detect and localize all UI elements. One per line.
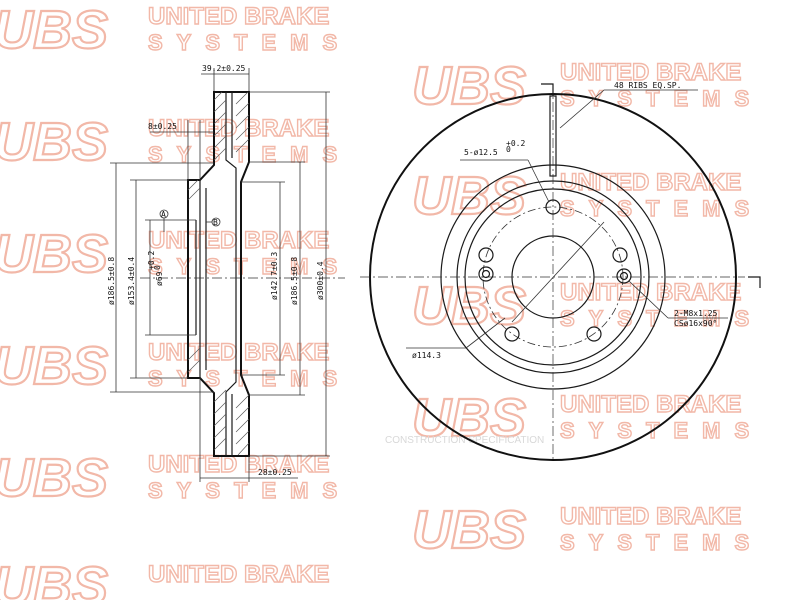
section-arrow-top (541, 83, 554, 96)
threaded-hole-inner (619, 271, 629, 281)
watermark-logo: UBS (412, 166, 526, 226)
stud-hole (612, 247, 628, 263)
watermark-line2: SYSTEMS (560, 530, 763, 555)
thread-callout-2: CSø16x90° (674, 319, 717, 328)
watermark-line1: UNITED BRAKE (560, 503, 741, 530)
holes-leader (527, 159, 550, 203)
watermark-6: UBS UNITED BRAKE (0, 555, 330, 600)
watermark-logo: UBS (0, 112, 108, 172)
cooling-vane-channel (225, 92, 237, 456)
stud-hole (504, 326, 520, 342)
dim-d-friction-inner: ø186.5±0.8 (290, 257, 299, 305)
watermark-3: UBS UNITED BRAKE SYSTEMS (0, 223, 351, 285)
watermark-top-left: UBS UNITED BRAKE SYSTEMS (0, 0, 351, 61)
watermark-logo: UBS (0, 336, 108, 396)
side-section-view: A B 39.2±0.25 8±0.25 28±0.25 ø186.5±0.8 … (107, 64, 345, 482)
holes-tol-lower: 0 (506, 145, 511, 154)
watermark-line1: UNITED BRAKE (148, 3, 329, 30)
watermark-logo: UBS (0, 224, 108, 284)
stud-hole (545, 199, 561, 215)
dim-d-outer: ø300±0.4 (316, 261, 325, 300)
watermark-logo: UBS (412, 276, 526, 336)
watermark-right-5: UBS UNITED BRAKE SYSTEMS (411, 499, 763, 561)
dim-d-center-tol-upper: +0.2 (147, 251, 156, 270)
datum-b-label: B (213, 218, 218, 227)
watermark-logo: UBS (412, 56, 526, 116)
pcd-callout: ø114.3 (412, 351, 441, 360)
dim-d-hat: ø142.7±0.3 (270, 252, 279, 300)
dim-d-center-group: ø69 +0.2 0 (147, 251, 164, 286)
watermark-logo: UBS (0, 448, 108, 508)
ribs-callout: 48 RIBS EQ.SP. (614, 81, 681, 90)
ribs-leader (559, 89, 605, 129)
watermark-line2: SYSTEMS (148, 478, 351, 503)
watermark-line1: UNITED BRAKE (148, 115, 329, 142)
section-arrow-right (748, 276, 761, 288)
stud-hole (586, 326, 602, 342)
thread-leader (628, 280, 669, 319)
watermark-right-3: UBS UNITED BRAKE SYSTEMS (411, 275, 750, 337)
watermark-5: UBS UNITED BRAKE SYSTEMS (0, 447, 351, 509)
dim-d-hub-outer: ø153.4±0.4 (127, 257, 136, 305)
dim-thickness: 39.2±0.25 (202, 64, 246, 73)
dim-offset: 28±0.25 (258, 468, 292, 477)
watermark-right-1: UBS UNITED BRAKE SYSTEMS (411, 55, 750, 117)
dim-flange: 8±0.25 (148, 122, 177, 131)
watermark-line1: UNITED BRAKE (148, 227, 329, 254)
rotor-profile-outline (187, 91, 250, 457)
watermark-line2: SYSTEMS (148, 366, 351, 391)
watermark-4: UBS UNITED BRAKE SYSTEMS (0, 335, 351, 397)
watermark-line2: SYSTEMS (148, 254, 351, 279)
thread-callout-1: 2-M8x1.25 (674, 309, 718, 318)
watermark-line1: UNITED BRAKE (148, 561, 329, 588)
watermark-line2: SYSTEMS (148, 30, 351, 55)
dim-d-center-tol-lower: 0 (153, 265, 162, 270)
section-hatching (187, 91, 250, 456)
watermark-line1: UNITED BRAKE (560, 391, 741, 418)
watermark-line1: UNITED BRAKE (560, 59, 741, 86)
threaded-hole-outer (478, 266, 494, 282)
datum-a-label: A (161, 210, 166, 219)
holes-callout: 5-ø12.5 (464, 148, 498, 157)
watermark-line2: SYSTEMS (560, 196, 763, 221)
faint-text: CONSTRUCTION SPECIFICATION (385, 435, 544, 446)
threaded-hole-outer (616, 268, 632, 284)
watermark-line1: UNITED BRAKE (148, 339, 329, 366)
watermark-logo: UBS (0, 0, 108, 60)
watermark-logo: UBS (412, 500, 526, 560)
watermark-right-4: UBS UNITED BRAKE SYSTEMS (411, 387, 763, 449)
dim-d-inner-cavity: ø186.5±0.8 (107, 257, 116, 305)
watermark-2: UBS UNITED BRAKE SYSTEMS (0, 111, 338, 173)
pcd-diameter-line (511, 221, 605, 323)
pcd-leader (465, 317, 506, 349)
watermark-line2: SYSTEMS (560, 418, 763, 443)
watermark-logo: UBS (0, 556, 108, 600)
threaded-hole-inner (481, 269, 491, 279)
dim-d-center: ø69 (155, 271, 164, 286)
watermark-layer: UBS UNITED BRAKE SYSTEMS UBS UNITED BRAK… (0, 0, 763, 600)
front-view: 48 RIBS EQ.SP. 5-ø12.5 +0.2 0 2-M8x1.25 … (360, 81, 761, 461)
watermark-line1: UNITED BRAKE (560, 169, 741, 196)
stud-hole (478, 247, 494, 263)
holes-tol-upper: +0.2 (506, 139, 525, 148)
